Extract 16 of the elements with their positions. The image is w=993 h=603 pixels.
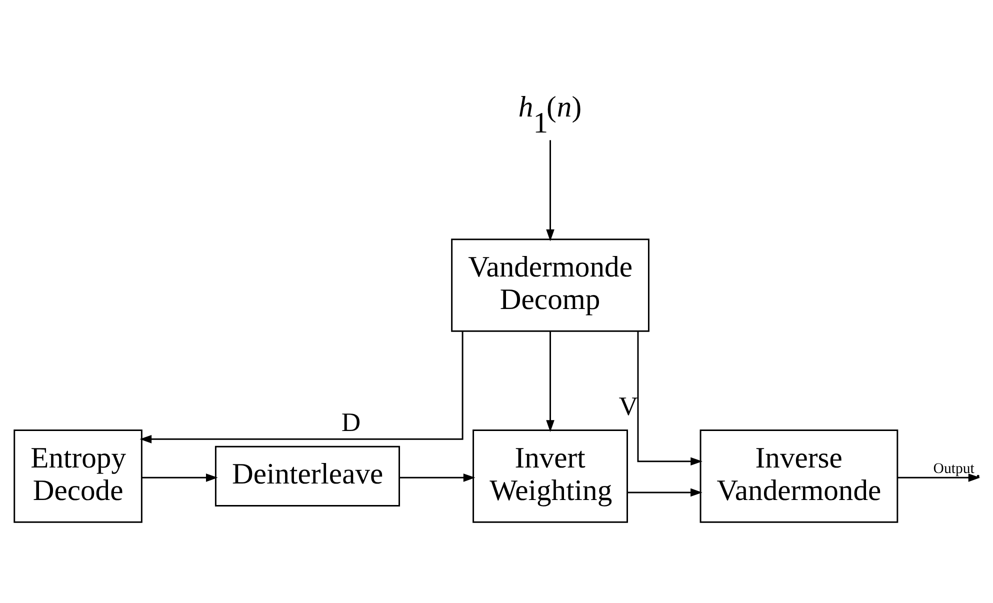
arrow [546,331,554,432]
edge-label: V [618,390,638,421]
arrow [546,140,554,242]
node-box: Entropy Decode [14,430,142,523]
arrow [399,474,476,482]
arrow [637,332,702,466]
edge-label: Output [933,461,974,478]
arrow [142,474,218,482]
arrow [628,488,702,497]
edge-label: D [341,406,361,437]
node-box: Inverse Vandermonde [700,430,898,523]
node-box: Vandermonde Decomp [451,238,650,332]
arrow [897,474,980,482]
arrow [140,331,464,444]
node-box: Deinterleave [214,446,400,507]
node-box: Invert Weighting [472,430,628,523]
